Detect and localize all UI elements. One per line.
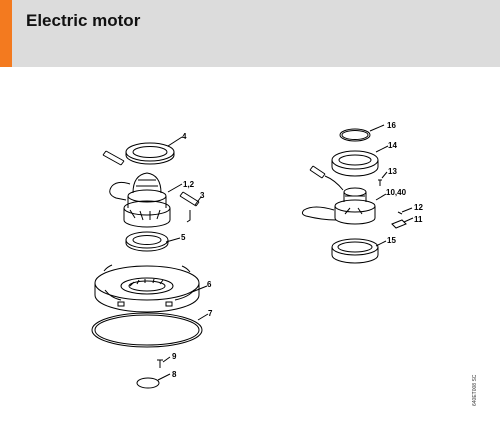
page-title: Electric motor: [26, 11, 141, 30]
part-16-ring: [339, 128, 371, 142]
leader-9: [162, 356, 171, 363]
leader-1-2: [167, 183, 183, 193]
part-9-screw: [157, 359, 163, 368]
callout-15: 15: [387, 236, 396, 245]
callout-11: 11: [414, 215, 423, 224]
part-8-cap: [136, 377, 160, 389]
leader-8: [157, 373, 171, 381]
part-15-ring: [331, 238, 379, 264]
part-4-ring: [125, 142, 175, 165]
callout-4: 4: [182, 132, 187, 141]
callout-6: 6: [207, 280, 212, 289]
callout-12: 12: [414, 203, 423, 212]
callout-16: 16: [387, 121, 396, 130]
callout-8: 8: [172, 370, 177, 379]
callout-13: 13: [388, 167, 397, 176]
callout-3: 3: [200, 191, 205, 200]
leader-4: [167, 136, 183, 147]
leader-7: [197, 313, 209, 321]
leader-10-40: [375, 193, 387, 201]
leader-15: [375, 240, 387, 247]
part-13-screw: [378, 179, 382, 186]
carbon-brush-pins: [102, 150, 200, 207]
leader-13: [381, 171, 388, 179]
part-12-screw: [397, 211, 403, 215]
callout-1-2: 1,2: [183, 180, 195, 189]
callout-9: 9: [172, 352, 177, 361]
leader-5: [165, 237, 181, 243]
part-5-ring: [125, 231, 169, 252]
leader-14: [375, 145, 389, 153]
part-6-housing: [94, 264, 200, 313]
callout-7: 7: [208, 309, 213, 318]
header-bar: Electric motor: [0, 0, 500, 67]
leader-11: [403, 217, 414, 223]
callout-10-40: 10,40: [386, 188, 407, 197]
leader-3: [194, 196, 202, 206]
leader-12: [401, 207, 413, 213]
part-11-clip: [391, 219, 407, 229]
leader-6: [191, 285, 208, 293]
part-10-40-motor: [301, 165, 376, 225]
callout-5: 5: [181, 233, 186, 242]
part-3-clip: [186, 210, 191, 223]
callout-14: 14: [388, 141, 397, 150]
part-1-2-motor: [109, 172, 171, 228]
document-id: 640ET008 SC: [472, 374, 478, 406]
leader-16: [369, 124, 385, 132]
part-7-gasket: [91, 312, 203, 348]
orange-accent-bar: [0, 0, 12, 67]
part-14-ring: [331, 150, 379, 177]
